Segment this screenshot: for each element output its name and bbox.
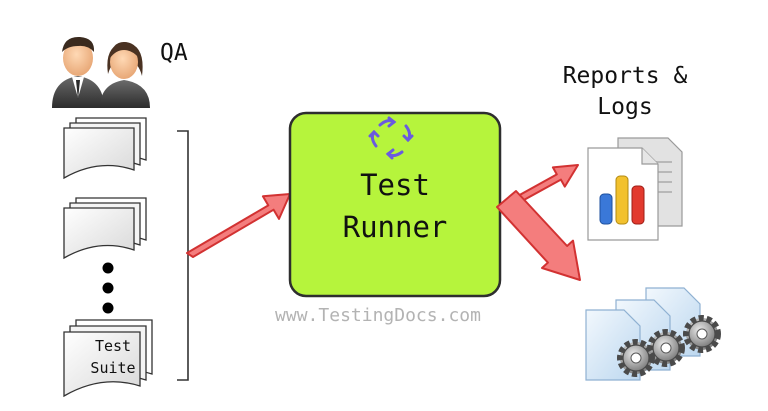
test-suite-label-line1: Test xyxy=(95,337,131,355)
test-document-stack-icon xyxy=(63,197,147,260)
test-suite-label-line2: Suite xyxy=(90,359,135,377)
more-tests-ellipsis xyxy=(102,262,114,314)
input-arrow xyxy=(186,193,291,258)
watermark: www.TestingDocs.com xyxy=(275,305,481,326)
test-suite-bracket xyxy=(177,130,189,381)
test-runner-label-line2: Runner xyxy=(343,210,448,244)
qa-label: QA xyxy=(160,40,188,66)
test-suite-document-icon xyxy=(63,319,153,398)
test-document-stack-icon xyxy=(63,117,147,180)
report-chart-icon xyxy=(587,137,683,241)
logs-output-arrow xyxy=(496,190,581,281)
qa-users-icon xyxy=(52,36,150,108)
test-runner-label-line1: Test xyxy=(360,168,430,202)
test-runner-box: Test Runner xyxy=(288,111,502,298)
log-config-files-icon xyxy=(585,287,721,381)
reports-logs-label-line2: Logs xyxy=(597,94,652,120)
refresh-cycle-icon xyxy=(368,116,414,160)
reports-logs-label-line1: Reports & xyxy=(563,63,688,89)
